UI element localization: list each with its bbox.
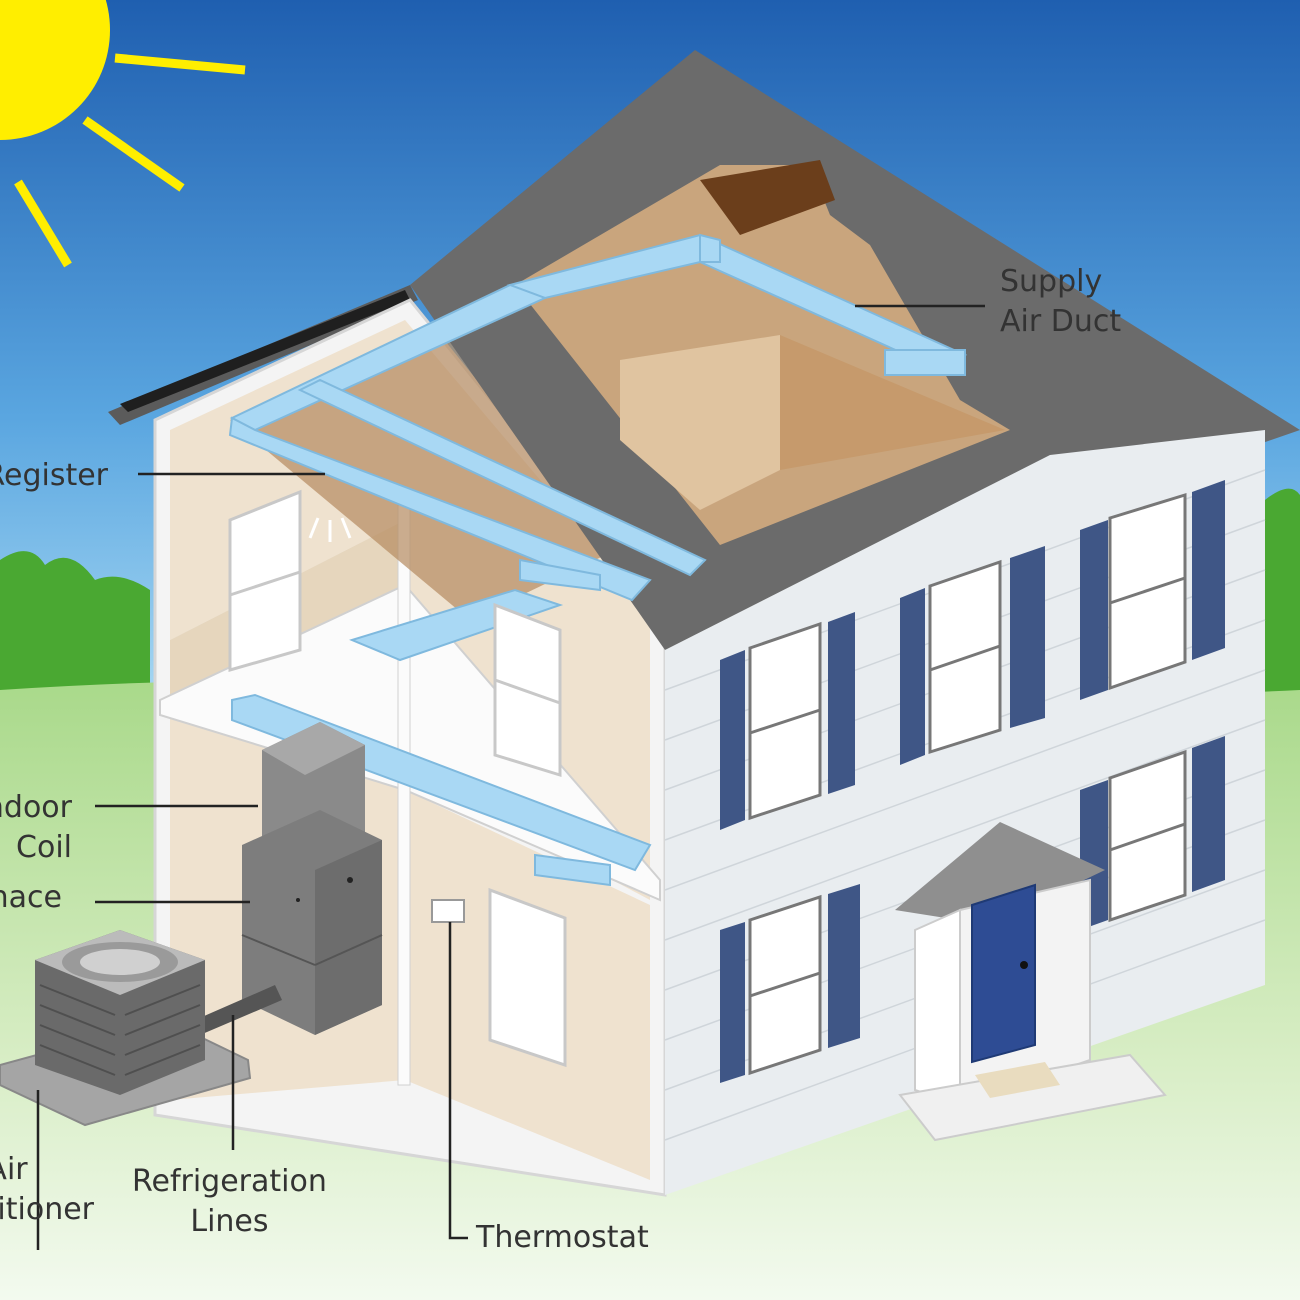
- furnace-unit: [241, 722, 383, 1035]
- air-conditioner-label: Air Conditioner: [0, 1150, 94, 1230]
- interior-windows: [228, 489, 567, 1068]
- indoor-coil-label: Indoor Coil: [0, 788, 72, 868]
- air-conditioner-label-line1: Air: [0, 1152, 28, 1187]
- refrigeration-lines-label-line2: Lines: [190, 1204, 269, 1239]
- front-windows: [720, 480, 1225, 1083]
- thermostat-icon: [431, 899, 465, 923]
- register-label: Register: [0, 458, 108, 493]
- supply-air-duct-label: Supply Air Duct: [1000, 262, 1121, 342]
- refrigeration-lines-label-line1: Refrigeration: [132, 1164, 327, 1199]
- air-conditioner-label-line2: Conditioner: [0, 1192, 94, 1227]
- supply-air-duct-label-line2: Air Duct: [1000, 304, 1122, 339]
- left-roof-edge: [108, 285, 418, 425]
- register-vent-icon: [308, 517, 352, 542]
- sun-icon: [0, 0, 246, 268]
- front-door: [895, 822, 1167, 1142]
- supply-air-duct-label-line1: Supply: [1000, 264, 1103, 299]
- air-conditioner-unit: [0, 930, 252, 1127]
- indoor-coil-label-line1: Indoor: [0, 790, 72, 825]
- refrigeration-lines-pipe: [195, 985, 282, 1035]
- refrigeration-lines-label: Refrigeration Lines: [132, 1162, 327, 1242]
- thermostat-label: Thermostat: [476, 1220, 649, 1255]
- indoor-coil-label-line2: Coil: [16, 830, 72, 865]
- callout-lines: [36, 304, 985, 1250]
- furnace-label: Furnace: [0, 880, 62, 915]
